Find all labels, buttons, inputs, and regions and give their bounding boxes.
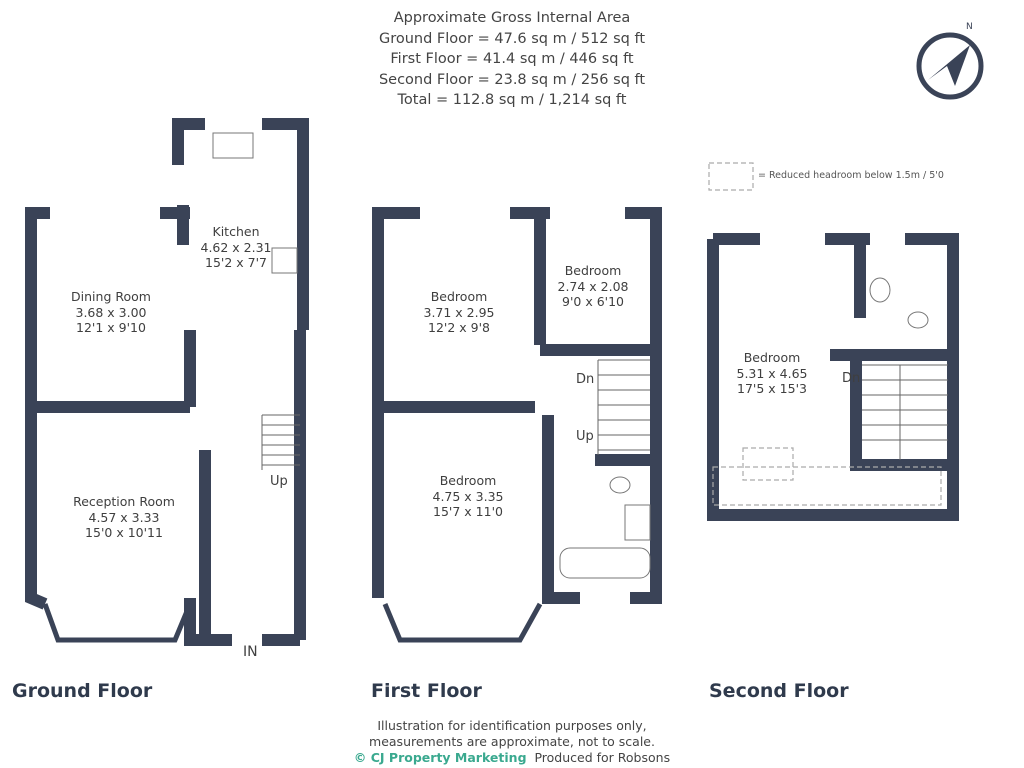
area-second: Second Floor = 23.8 sq m / 256 sq ft xyxy=(378,71,646,88)
ground-floor-title: Ground Floor xyxy=(12,680,153,702)
stairs-down-label: Dn xyxy=(576,372,595,387)
fixtures xyxy=(212,132,929,579)
reduced-headroom-area xyxy=(742,447,794,481)
north-arrow-icon xyxy=(916,32,984,100)
first-bay-window xyxy=(382,602,543,643)
compass-label: N xyxy=(966,22,973,32)
ground-bay-window xyxy=(42,603,193,643)
entrance-label: IN xyxy=(243,644,258,660)
disclaimer-line-2: measurements are approximate, not to sca… xyxy=(369,734,655,749)
reduced-headroom-area xyxy=(712,466,942,506)
legend-text: = Reduced headroom below 1.5m / 5'0 xyxy=(758,170,944,181)
brand-credit: © CJ Property Marketing xyxy=(353,750,527,765)
first-floor-walls xyxy=(372,207,662,604)
footer: Illustration for identification purposes… xyxy=(312,718,712,766)
ground-floor-walls xyxy=(25,118,309,646)
area-ground: Ground Floor = 47.6 sq m / 512 sq ft xyxy=(378,30,646,47)
first-floor-title: First Floor xyxy=(371,680,482,702)
produced-for: Produced for Robsons xyxy=(534,750,671,765)
second-floor-walls xyxy=(707,233,959,521)
legend-dashed-box xyxy=(708,162,754,191)
stairs-up-label: Up xyxy=(270,474,288,489)
area-first: First Floor = 41.4 sq m / 446 sq ft xyxy=(390,51,634,67)
area-total: Total = 112.8 sq m / 1,214 sq ft xyxy=(397,92,627,108)
gross-internal-area: Approximate Gross Internal Area Ground F… xyxy=(312,8,712,111)
stairs-up-label: Up xyxy=(576,429,594,444)
disclaimer-line-1: Illustration for identification purposes… xyxy=(377,718,647,733)
stairs xyxy=(261,359,948,470)
stairs-down-label: Dn xyxy=(842,371,861,386)
second-floor-title: Second Floor xyxy=(709,680,849,702)
area-title: Approximate Gross Internal Area xyxy=(393,10,631,26)
